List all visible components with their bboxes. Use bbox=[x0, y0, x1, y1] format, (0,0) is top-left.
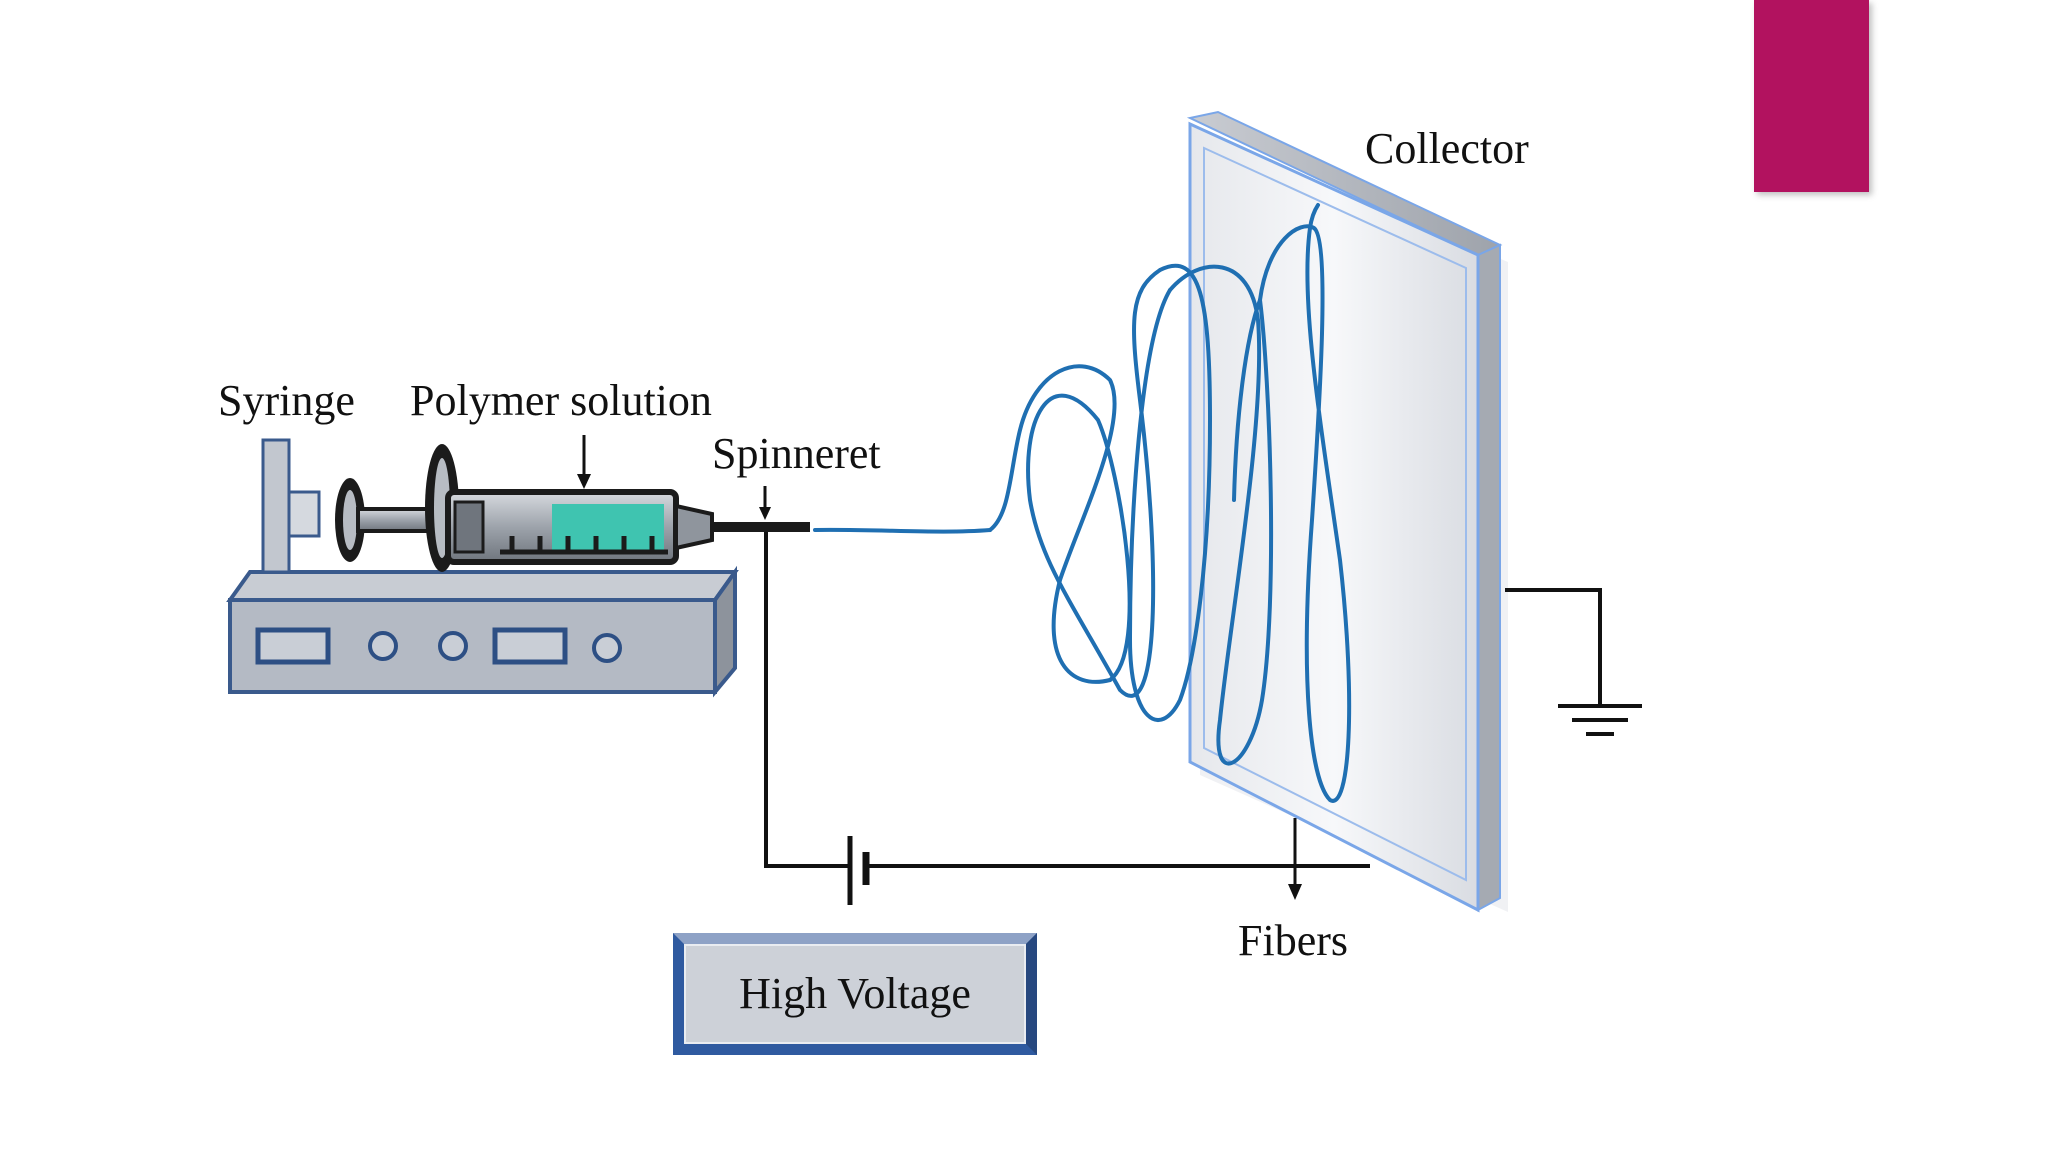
pusher-block bbox=[287, 490, 321, 538]
label-polymer-solution: Polymer solution bbox=[410, 376, 712, 425]
barrel-tip bbox=[674, 503, 714, 551]
pointer-arrows bbox=[577, 435, 1302, 900]
barrel-graduations bbox=[509, 536, 655, 552]
pump-knob-1 bbox=[368, 631, 398, 661]
battery-symbol-icon bbox=[847, 836, 870, 905]
plunger-thumb-inner bbox=[343, 490, 357, 550]
high-voltage-box bbox=[673, 933, 1037, 1055]
arrowhead-polymer-solution bbox=[577, 474, 591, 489]
plunger-seal bbox=[453, 500, 485, 554]
fiber-tail bbox=[1232, 203, 1320, 502]
fiber-jet bbox=[813, 203, 1352, 803]
wire-spinneret-to-battery bbox=[764, 532, 850, 868]
fiber-loop-2 bbox=[1026, 268, 1162, 698]
pump-knob-2 bbox=[438, 631, 468, 661]
fiber-straight-jet bbox=[813, 527, 992, 534]
pump-display-left bbox=[255, 627, 331, 665]
hv-box-bevel-right bbox=[1025, 933, 1037, 1055]
pump-top-face bbox=[226, 570, 739, 602]
pusher-post bbox=[261, 438, 291, 574]
hv-box-inner bbox=[684, 944, 1026, 1044]
wire-collector-to-ground bbox=[1505, 588, 1602, 704]
arrowhead-spinneret bbox=[759, 507, 771, 520]
fiber-loop-3 bbox=[1128, 263, 1212, 722]
label-collector: Collector bbox=[1365, 124, 1529, 173]
label-fibers: Fibers bbox=[1238, 916, 1348, 965]
spinneret-needle bbox=[712, 522, 810, 532]
arrowhead-fibers bbox=[1288, 884, 1302, 900]
fiber-loop-5 bbox=[1258, 224, 1352, 803]
collector bbox=[1186, 110, 1508, 913]
label-high-voltage: High Voltage bbox=[739, 969, 971, 1018]
pump-side bbox=[713, 565, 737, 698]
label-spinneret: Spinneret bbox=[712, 429, 881, 478]
ground-symbol-icon bbox=[1558, 704, 1642, 736]
fiber-loop-4 bbox=[1168, 264, 1274, 766]
pump-knob-3 bbox=[592, 633, 622, 663]
circuit-wiring bbox=[764, 532, 1602, 868]
accent-tab bbox=[1754, 0, 1869, 192]
label-syringe: Syringe bbox=[218, 376, 355, 425]
collector-side-edge bbox=[1477, 243, 1501, 912]
fiber-loop-1 bbox=[988, 364, 1117, 684]
polymer-solution-fill bbox=[552, 504, 664, 550]
syringe-pump bbox=[226, 438, 739, 698]
pump-display-right bbox=[492, 627, 568, 665]
syringe bbox=[335, 444, 810, 572]
hv-box-bevel-top bbox=[673, 933, 1037, 945]
